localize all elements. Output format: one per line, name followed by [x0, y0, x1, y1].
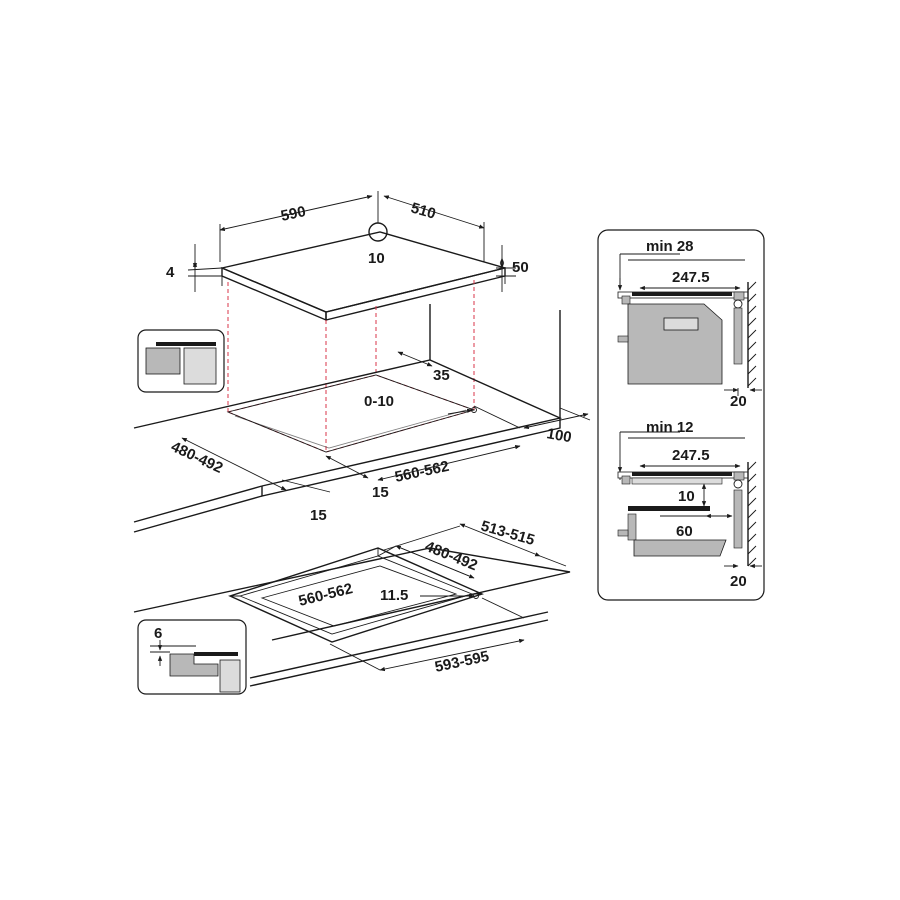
label-depth-gap: 60: [676, 523, 693, 540]
label-height-gap: 10: [678, 488, 695, 505]
label-margin-front: 15: [372, 484, 389, 501]
countertop-dimensions: [181, 351, 591, 493]
label-flush-outer-width: 593-595: [433, 648, 490, 676]
label-cabinet-gap: 35: [433, 367, 450, 384]
label-edge-range: 0-10: [364, 393, 394, 410]
side-panel: [597, 229, 765, 601]
label-bottom-width: 247.5: [672, 447, 710, 464]
label-min-12: min 12: [646, 419, 694, 436]
hob-top-surface: [219, 231, 508, 313]
label-flush-outer-depth: 513-515: [479, 518, 537, 550]
label-cutout-depth: 480-492: [168, 438, 225, 477]
inset-profile-top: [137, 329, 225, 393]
label-recess-depth: 6: [154, 625, 162, 642]
label-bottom-wall-gap: 20: [730, 573, 747, 590]
side-panel-bottom: [617, 431, 762, 569]
label-min-28: min 28: [646, 238, 694, 255]
hob-side-edge: [325, 267, 506, 321]
label-cutout-width: 560-562: [393, 458, 450, 486]
side-panel-top: [617, 253, 762, 396]
inset-profile-flush: [137, 619, 247, 695]
label-depth: 510: [409, 200, 438, 223]
label-rear-distance: 100: [545, 425, 573, 446]
label-total-height: 50: [512, 259, 529, 276]
flush-cutout: [260, 565, 458, 627]
label-glass-thickness: 4: [166, 264, 175, 281]
hob-dimensions: [187, 194, 516, 292]
label-top-width: 247.5: [672, 269, 710, 286]
label-center-marker: 10: [368, 250, 385, 267]
hob-block: [219, 191, 508, 322]
hob-front-edge: [221, 266, 327, 322]
flush-dimensions: [329, 523, 567, 672]
label-top-wall-gap: 20: [730, 393, 747, 410]
label-width: 590: [279, 203, 307, 225]
flush-recess-step: [238, 555, 474, 635]
label-margin-side: 15: [310, 507, 327, 524]
label-flush-step: 11.5: [380, 587, 408, 604]
label-flush-cutout-width: 560-562: [297, 580, 355, 610]
